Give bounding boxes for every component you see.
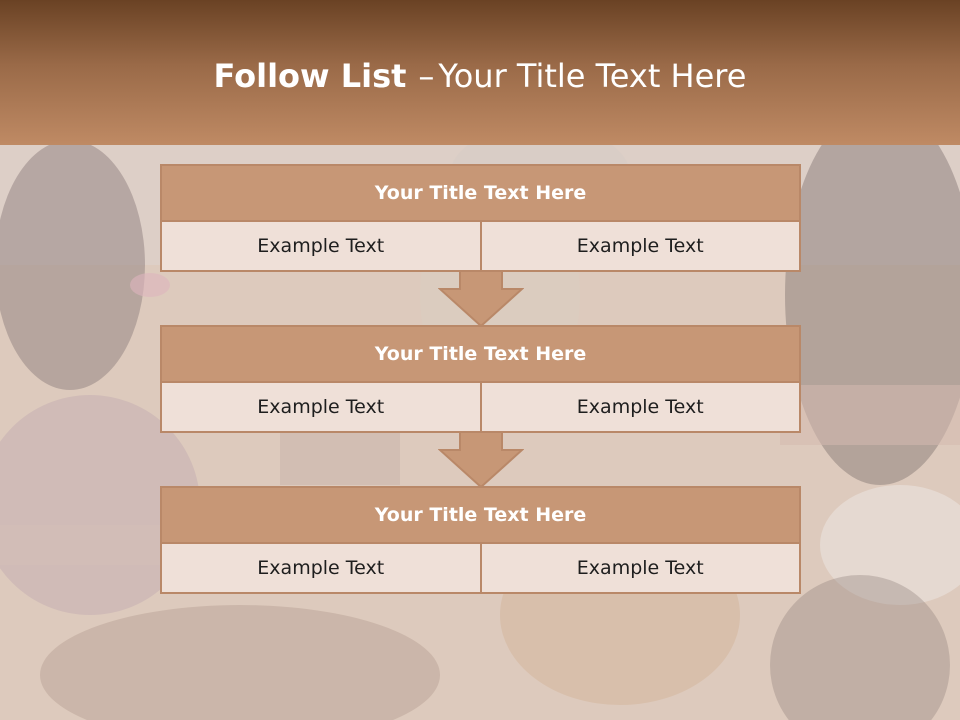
- title-bold-part: Follow List: [213, 57, 407, 95]
- step-block-row: Example Text Example Text: [162, 222, 799, 270]
- step-block-title: Your Title Text Here: [162, 488, 799, 544]
- step-block-left-cell: Example Text: [162, 222, 480, 270]
- title-separator: –: [418, 57, 435, 95]
- title-rest-part: Your Title Text Here: [438, 57, 747, 95]
- step-block-2: Your Title Text Here Example Text Exampl…: [160, 325, 801, 433]
- step-block-1: Your Title Text Here Example Text Exampl…: [160, 164, 801, 272]
- step-block-title: Your Title Text Here: [162, 327, 799, 383]
- step-block-left-cell: Example Text: [162, 383, 480, 431]
- step-block-title: Your Title Text Here: [162, 166, 799, 222]
- step-block-left-cell: Example Text: [162, 544, 480, 592]
- slide-title: Follow List–Your Title Text Here: [0, 52, 960, 100]
- down-arrow-icon: [438, 432, 524, 488]
- step-block-right-cell: Example Text: [479, 222, 799, 270]
- step-block-right-cell: Example Text: [479, 383, 799, 431]
- step-block-right-cell: Example Text: [479, 544, 799, 592]
- step-block-3: Your Title Text Here Example Text Exampl…: [160, 486, 801, 594]
- step-block-row: Example Text Example Text: [162, 544, 799, 592]
- down-arrow-icon: [438, 271, 524, 327]
- step-block-row: Example Text Example Text: [162, 383, 799, 431]
- slide-header: Follow List–Your Title Text Here: [0, 0, 960, 145]
